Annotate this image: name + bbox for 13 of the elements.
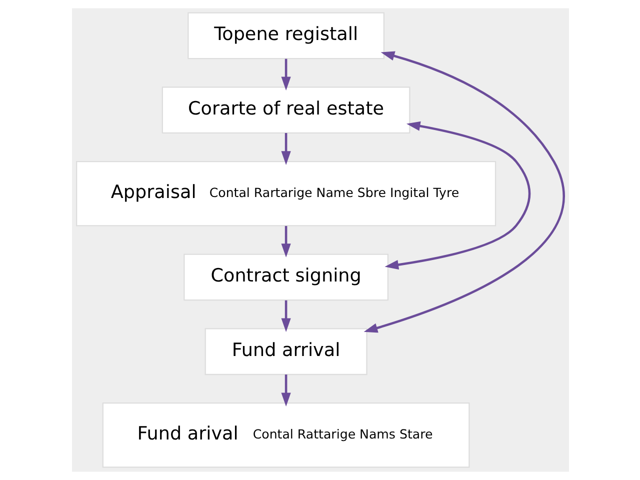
node-box: Topene registall <box>187 12 384 60</box>
node-box: Contract signing <box>183 254 388 301</box>
arrow <box>384 121 530 270</box>
arrow <box>280 133 290 165</box>
node-box: Appraisal Contal Rartarige Name Sbre Ingital Tyre <box>76 161 496 226</box>
node-box: Corarte of real estate <box>161 86 410 134</box>
node-box: Fund arival Contal Rattarige Nams Stare <box>102 402 470 468</box>
arrow <box>280 374 290 406</box>
node-box: Fund arrival <box>204 328 367 376</box>
arrow <box>280 58 290 90</box>
arrow <box>280 226 290 258</box>
arrow <box>280 300 290 332</box>
arrow <box>363 51 564 333</box>
